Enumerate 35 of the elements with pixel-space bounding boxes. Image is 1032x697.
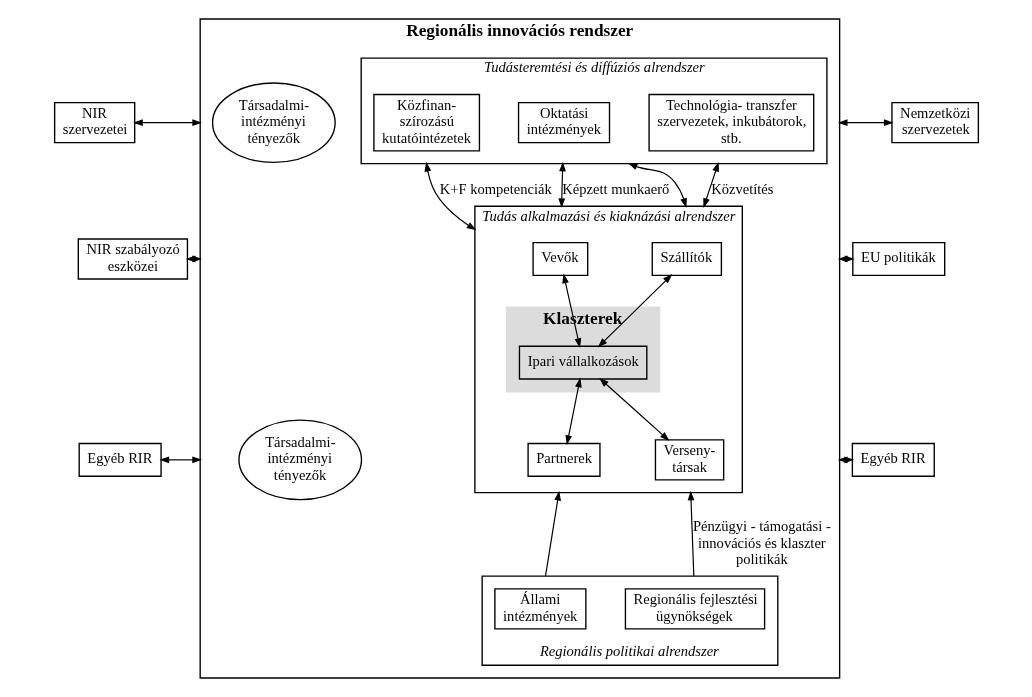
node-box: Technológia- transzfer szervezetek, inkubátorok, stb. <box>647 93 814 152</box>
node-box: Regionális fejlesztési ügynökségek <box>624 588 765 630</box>
arrow <box>132 119 202 127</box>
arrow <box>627 162 687 208</box>
node-box: Vevők <box>531 241 588 277</box>
arrow <box>561 273 581 348</box>
arrow <box>544 490 561 577</box>
node-box: Verseny- társak <box>654 439 724 481</box>
node-ellipse: Társadalmi- intézményi tényezők <box>237 419 362 501</box>
edge-label: Pénzügyi - támogatási - innovációs és klaszter politikák <box>692 518 831 568</box>
arrow <box>424 161 476 231</box>
arrow <box>702 161 719 208</box>
arrow <box>564 377 582 445</box>
arrow <box>687 490 694 577</box>
node-box: Oktatási intézmények <box>517 102 610 144</box>
edge-label: K+F kompetenciák <box>439 181 552 198</box>
node-box: Egyéb RIR <box>78 442 162 477</box>
arrow <box>159 456 202 464</box>
node-box: NIR szervezetei <box>53 102 135 144</box>
node-box: Partnerek <box>526 442 601 477</box>
arrow <box>597 274 672 348</box>
arrow <box>598 377 670 441</box>
node-box: NIR szabályozó eszközei <box>77 238 188 280</box>
node-box: EU politikák <box>851 241 945 277</box>
edge-label: Közvetítés <box>710 181 773 198</box>
node-box: Ipari vállalkozások <box>518 345 647 380</box>
node-box: Szállítók <box>651 241 722 277</box>
arrow <box>837 119 894 127</box>
node-box: Nemzetközi szervezetek <box>890 102 979 144</box>
node-box: Egyéb RIR <box>851 442 935 477</box>
arrow <box>557 161 566 208</box>
node-box: Állami intézmények <box>493 588 587 630</box>
edge-label: Képzett munkaerő <box>561 181 669 198</box>
node-ellipse: Társadalmi- intézményi tényezők <box>211 82 336 164</box>
node-box: Közfinan- szírozású kutatóintézetek <box>372 93 480 152</box>
